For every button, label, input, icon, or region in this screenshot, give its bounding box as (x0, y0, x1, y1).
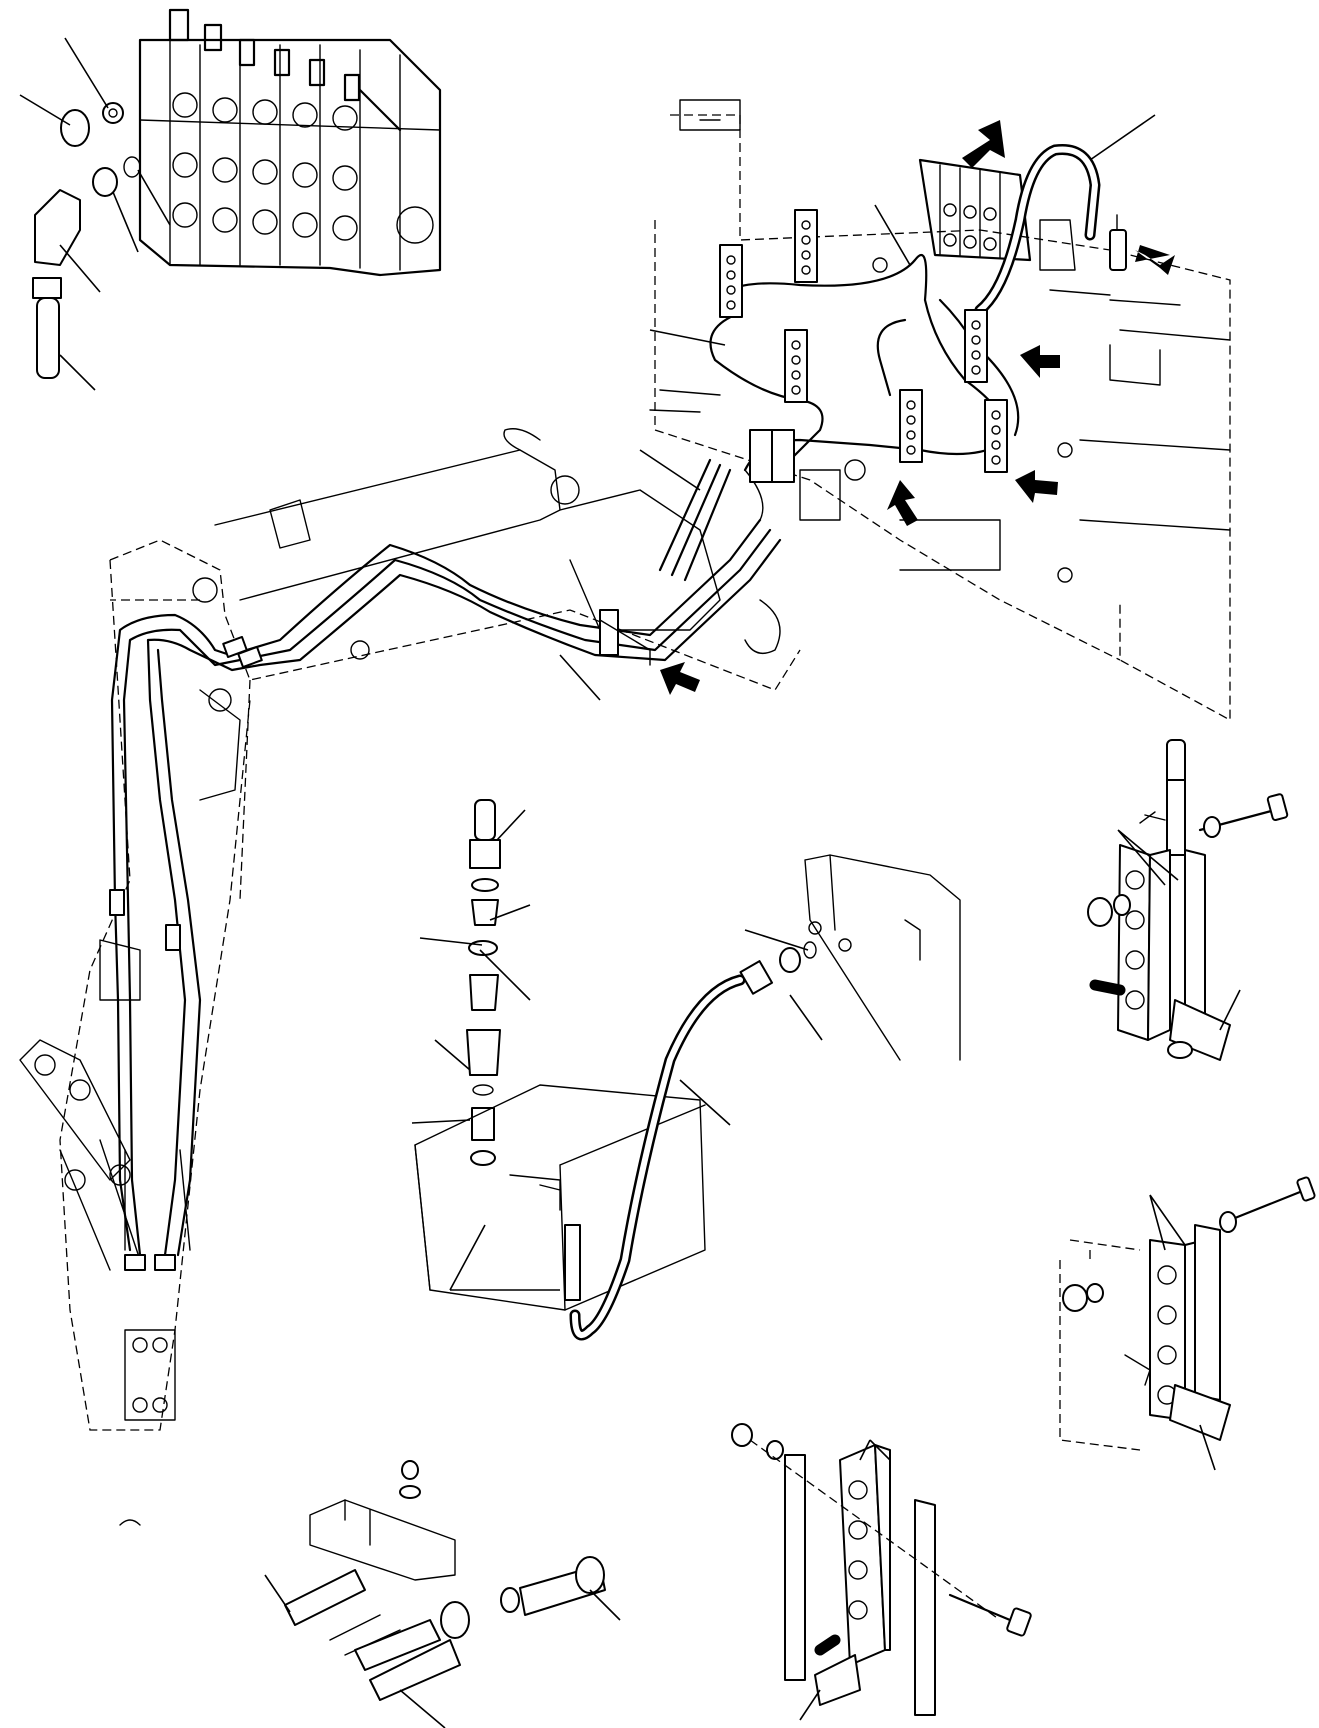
control-valve-detail (19, 8, 442, 391)
boom-hoses (109, 329, 782, 1271)
hose-clamp (899, 389, 923, 463)
clamp-detail-2 (1059, 1176, 1316, 1471)
arrow-icon (962, 120, 1005, 168)
hose-clamp (964, 309, 988, 383)
hose-clamp (984, 399, 1008, 473)
clamp-detail-1 (1087, 739, 1289, 1061)
arrow-icon (887, 480, 918, 526)
return-hose (569, 929, 823, 1341)
arrow-icon (660, 662, 700, 695)
hose-clamp (749, 429, 795, 483)
clamp-detail-3 (731, 1423, 1032, 1721)
arrow-icon (1015, 470, 1058, 503)
hose-clamp (719, 244, 743, 318)
valve-on-frame (918, 158, 1076, 271)
boom-and-arm-outline (19, 428, 801, 1526)
hose-clamp (784, 329, 808, 403)
hose-clamp (794, 209, 818, 283)
side-frame-detail (804, 854, 961, 1061)
arrow-icon (1135, 245, 1175, 275)
arrow-icon (1020, 345, 1060, 378)
fitting-stack-detail (411, 799, 531, 1166)
hose-coupling-detail (264, 1460, 621, 1728)
hydraulic-tank (414, 1084, 706, 1311)
